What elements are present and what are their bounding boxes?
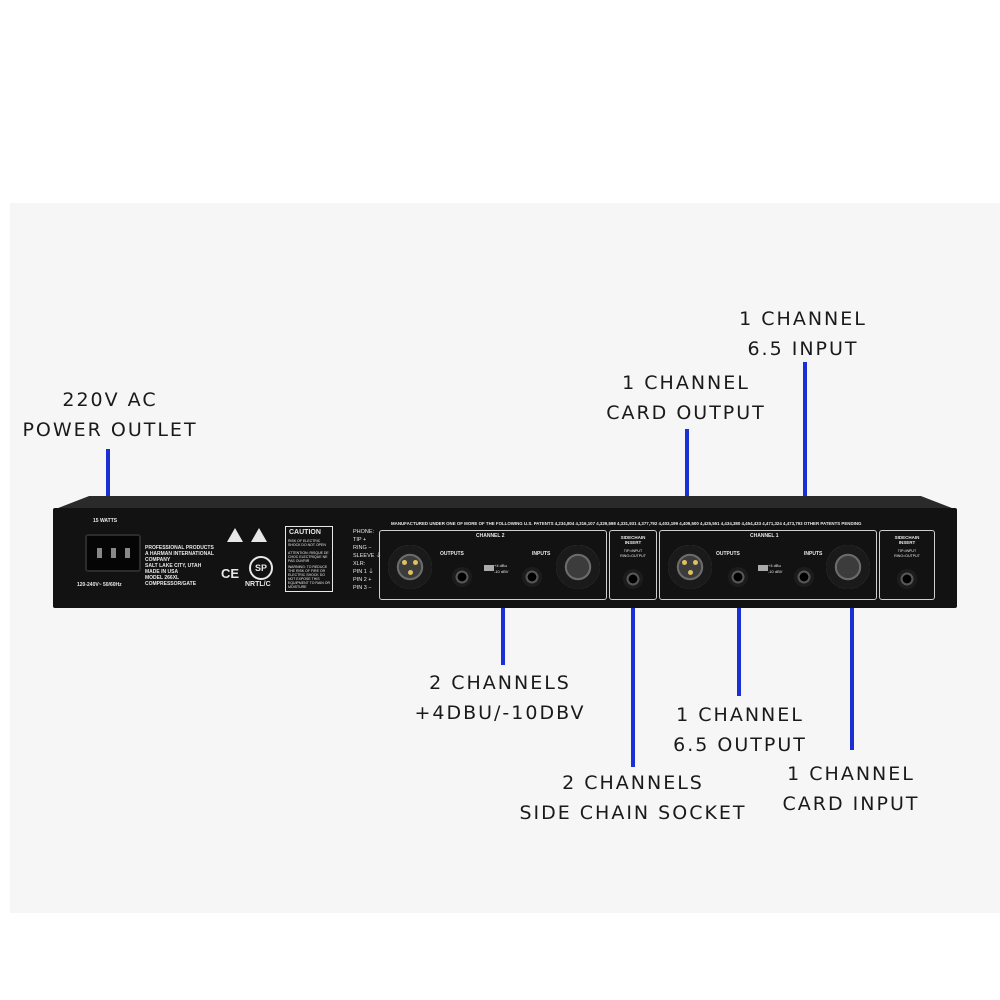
callout-line-1: 1 CHANNEL [676, 704, 804, 726]
ch2-jack-input[interactable] [522, 567, 542, 587]
ch1-inputs-label: INPUTS [804, 551, 823, 557]
ch1-xlr-output[interactable] [668, 545, 712, 589]
connector-line-sidechain [631, 600, 635, 767]
nrtl-label: NRTL/C [245, 581, 271, 588]
callout-line-2: +4DBU/-10DBV [414, 702, 586, 724]
wiring-line: PIN 3 − [353, 585, 372, 591]
callout-line-1: 1 CHANNEL [739, 308, 867, 330]
callout-line-2: 6.5 INPUT [747, 338, 859, 360]
callout-ch2-level: 2 CHANNELS +4DBU/-10DBV [410, 668, 590, 728]
ch2-outputs-label: OUTPUTS [440, 551, 464, 557]
ch1-jack-output[interactable] [728, 567, 748, 587]
wiring-line: TIP + [353, 537, 367, 543]
wiring-legend: PHONE: TIP + RING − SLEEVE ⏚ XLR: PIN 1 … [353, 528, 381, 592]
callout-line-2: 6.5 OUTPUT [673, 734, 807, 756]
ch1-sidechain-jack[interactable] [897, 569, 917, 589]
sidechain-title: SIDECHAIN INSERT [620, 535, 646, 545]
level-plus-label: +4 dBu [494, 563, 507, 568]
maker-line: MODEL 266XL [145, 575, 180, 581]
callout-ch1-card-input: 1 CHANNEL CARD INPUT [770, 759, 932, 819]
channel-2-section: CHANNEL 2 OUTPUTS +4 dBu -10 dBV INPUTS [379, 530, 607, 600]
ch2-sidechain-jack[interactable] [623, 569, 643, 589]
callout-power-outlet: 220V AC POWER OUTLET [15, 385, 205, 445]
callout-line-2: POWER OUTLET [22, 419, 198, 441]
level-minus-label: -10 dBV [768, 569, 783, 574]
channel-1-section: CHANNEL 1 OUTPUTS +4 dBu -10 dBV INPUTS [659, 530, 877, 600]
ch2-xlr-output[interactable] [388, 545, 432, 589]
maker-line: A HARMAN INTERNATIONAL [145, 551, 214, 557]
ch2-xlr-input[interactable] [556, 545, 600, 589]
electric-warning-icon [227, 528, 243, 542]
voltage-label: 120-240V~ 50/60Hz [77, 582, 122, 588]
callout-ch1-output: 1 CHANNEL 6.5 OUTPUT [650, 700, 830, 760]
maker-info: PROFESSIONAL PRODUCTS A HARMAN INTERNATI… [145, 545, 214, 587]
maker-line: COMPANY [145, 557, 171, 563]
ch1-outputs-label: OUTPUTS [716, 551, 740, 557]
warning-text: WARNING: TO REDUCE THE RISK OF FIRE OR E… [288, 565, 331, 589]
maker-line: MADE IN USA [145, 569, 179, 575]
ch2-jack-output[interactable] [452, 567, 472, 587]
device-top-lid [53, 496, 957, 510]
callout-ch1-input: 1 CHANNEL 6.5 INPUT [718, 304, 888, 364]
caution-box: CAUTION RISK OF ELECTRIC SHOCK DO NOT OP… [285, 526, 333, 592]
callout-line-1: 220V AC [62, 389, 158, 411]
watts-label: 15 WATTS [93, 518, 118, 524]
sidechain-title: SIDECHAIN INSERT [894, 535, 920, 545]
wiring-line: RING − [353, 545, 372, 551]
connector-line-ch1-output [737, 600, 741, 696]
maker-line: SALT LAKE CITY, UTAH [145, 563, 202, 569]
wiring-line: XLR: [353, 561, 366, 567]
ch2-inputs-label: INPUTS [532, 551, 551, 557]
power-pin [125, 548, 130, 558]
device-body: 15 WATTS 120-240V~ 50/60Hz PROFESSIONAL … [53, 508, 957, 608]
ch1-sidechain-section: SIDECHAIN INSERT TIP=INPUT RING=OUTPUT [879, 530, 935, 600]
callout-line-1: 2 CHANNELS [429, 672, 571, 694]
wiring-line: PIN 2 + [353, 577, 372, 583]
level-plus-label: +4 dBu [768, 563, 781, 568]
wiring-line: SLEEVE ⏚ [353, 553, 382, 559]
connector-line-ch1-card-output [685, 429, 689, 513]
power-pin [111, 548, 116, 558]
connector-line-ch2-level [501, 600, 505, 665]
wiring-line: PIN 1 ⏚ [353, 569, 374, 575]
maker-line: PROFESSIONAL PRODUCTS [145, 545, 214, 551]
wiring-line: PHONE: [353, 529, 375, 535]
sidechain-subtitle: TIP=INPUT RING=OUTPUT [620, 549, 646, 558]
csa-certification-icon: SP [249, 556, 273, 580]
attention-text: ATTENTION: RISQUE DE CHOC ELECTRIQUE NE … [288, 551, 329, 563]
ch1-level-switch[interactable] [758, 565, 768, 571]
ch2-sidechain-section: SIDECHAIN INSERT TIP=INPUT RING=OUTPUT [609, 530, 657, 600]
caution-subtitle: RISK OF ELECTRIC SHOCK DO NOT OPEN [288, 539, 326, 547]
ce-mark-icon: CE [221, 566, 240, 581]
connector-line-ch1-card-input [850, 600, 854, 750]
maker-line: COMPRESSOR/GATE [145, 581, 197, 587]
callout-line-2: CARD OUTPUT [606, 402, 766, 424]
compressor-gate-rear-panel: 15 WATTS 120-240V~ 50/60Hz PROFESSIONAL … [53, 496, 957, 608]
power-pin [97, 548, 102, 558]
connector-line-power [106, 449, 110, 505]
connector-line-ch1-input [803, 362, 807, 512]
exclamation-warning-icon [251, 528, 267, 542]
callout-line-1: 1 CHANNEL [787, 763, 915, 785]
channel-1-label: CHANNEL 1 [750, 533, 779, 539]
callout-line-1: 1 CHANNEL [622, 372, 750, 394]
channel-2-label: CHANNEL 2 [476, 533, 505, 539]
sidechain-subtitle: TIP=INPUT RING=OUTPUT [894, 549, 920, 558]
ch1-jack-input[interactable] [794, 567, 814, 587]
ch1-xlr-input[interactable] [826, 545, 870, 589]
power-inlet-socket[interactable] [85, 534, 141, 572]
callout-ch1-card-output: 1 CHANNEL CARD OUTPUT [595, 368, 777, 428]
patents-text: MANUFACTURED UNDER ONE OF MORE OF THE FO… [391, 521, 862, 526]
ch2-level-switch[interactable] [484, 565, 494, 571]
callout-line-2: CARD INPUT [782, 793, 920, 815]
level-minus-label: -10 dBV [494, 569, 509, 574]
callout-line-2: SIDE CHAIN SOCKET [519, 802, 747, 824]
callout-sidechain: 2 CHANNELS SIDE CHAIN SOCKET [510, 768, 756, 828]
callout-line-1: 2 CHANNELS [562, 772, 704, 794]
caution-title: CAUTION [289, 529, 321, 536]
